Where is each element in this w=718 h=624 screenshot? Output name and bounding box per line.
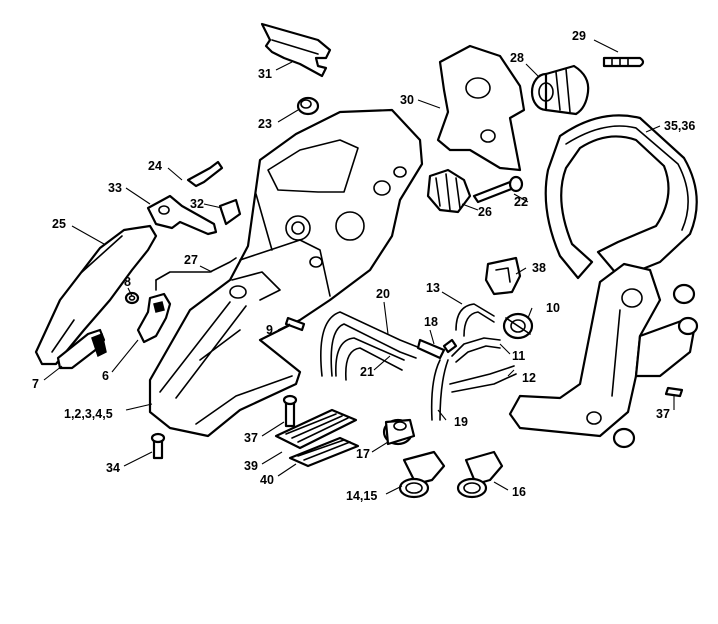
callout-6: 6 — [102, 369, 109, 383]
part-hose-19 — [430, 359, 449, 421]
callout-14-15: 14,15 — [346, 489, 377, 503]
part-fitting-14-15 — [398, 450, 446, 499]
callout-7: 7 — [32, 377, 39, 391]
part-throttle-trigger — [136, 292, 172, 344]
part-t-fitting — [416, 338, 458, 360]
callout-24: 24 — [148, 159, 162, 173]
part-grommet — [296, 96, 320, 116]
callout-29: 29 — [572, 29, 586, 43]
part-clip-32 — [218, 198, 242, 226]
callout-32: 32 — [190, 197, 204, 211]
callout-30: 30 — [400, 93, 414, 107]
part-damper-38 — [484, 256, 522, 296]
callout-10: 10 — [546, 301, 560, 315]
callout-19: 19 — [454, 415, 468, 429]
callout-12: 12 — [522, 371, 536, 385]
callout-38: 38 — [532, 261, 546, 275]
callout-26: 26 — [478, 205, 492, 219]
callout-28: 28 — [510, 51, 524, 65]
part-handlebar — [544, 114, 698, 280]
callout-20: 20 — [376, 287, 390, 301]
part-hose-12 — [449, 365, 517, 393]
part-throttle-rod — [155, 257, 237, 291]
callout-11: 11 — [512, 349, 525, 363]
part-screw-37-left — [282, 394, 298, 428]
part-main-housing — [148, 108, 424, 438]
callout-labels: 29 28 31 30 23 35,36 24 33 32 26 22 25 2… — [32, 29, 695, 503]
callout-9: 9 — [266, 323, 273, 337]
callout-23: 23 — [258, 117, 272, 131]
part-bellows — [426, 168, 472, 214]
callout-21: 21 — [360, 365, 374, 379]
part-shroud — [436, 44, 526, 172]
callout-39: 39 — [244, 459, 258, 473]
callout-40: 40 — [260, 473, 274, 487]
callout-17: 17 — [356, 447, 370, 461]
callout-16: 16 — [512, 485, 526, 499]
leader-lines — [43, 39, 675, 495]
part-intake-boot — [530, 64, 590, 116]
part-hose-13 — [455, 303, 495, 337]
callout-35-36: 35,36 — [664, 119, 695, 133]
part-top-cover — [260, 22, 332, 78]
part-pin-9 — [284, 316, 306, 332]
part-pin — [602, 56, 645, 68]
part-hose-21 — [335, 337, 405, 381]
part-handle-bracket — [508, 262, 699, 449]
part-hose-20 — [320, 311, 421, 377]
callout-8: 8 — [124, 275, 131, 289]
callout-34: 34 — [106, 461, 120, 475]
callout-25: 25 — [52, 217, 66, 231]
part-hose-11 — [451, 337, 501, 363]
part-screw-37-right — [664, 386, 684, 398]
part-interlock-lever — [56, 328, 107, 370]
part-spring-24 — [186, 160, 224, 188]
callout-13: 13 — [426, 281, 440, 295]
part-grip-40 — [288, 436, 360, 468]
part-fitting-16 — [456, 450, 504, 499]
callout-22: 22 — [514, 195, 528, 209]
part-screw-34 — [150, 432, 166, 460]
part-screw-22 — [472, 175, 524, 204]
part-switch-shaft — [146, 194, 218, 236]
callout-18: 18 — [424, 315, 438, 329]
callout-33: 33 — [108, 181, 122, 195]
part-washer-8 — [124, 291, 140, 305]
callout-27: 27 — [184, 253, 198, 267]
callout-1-2-3-4-5: 1,2,3,4,5 — [64, 407, 113, 421]
part-valve-10 — [502, 312, 534, 340]
part-fuel-pickup — [382, 418, 416, 446]
callout-37-right: 37 — [656, 407, 670, 421]
callout-31: 31 — [258, 67, 272, 81]
part-grip-39 — [274, 408, 358, 450]
part-handle-cover — [34, 224, 158, 366]
callout-37-left: 37 — [244, 431, 258, 445]
